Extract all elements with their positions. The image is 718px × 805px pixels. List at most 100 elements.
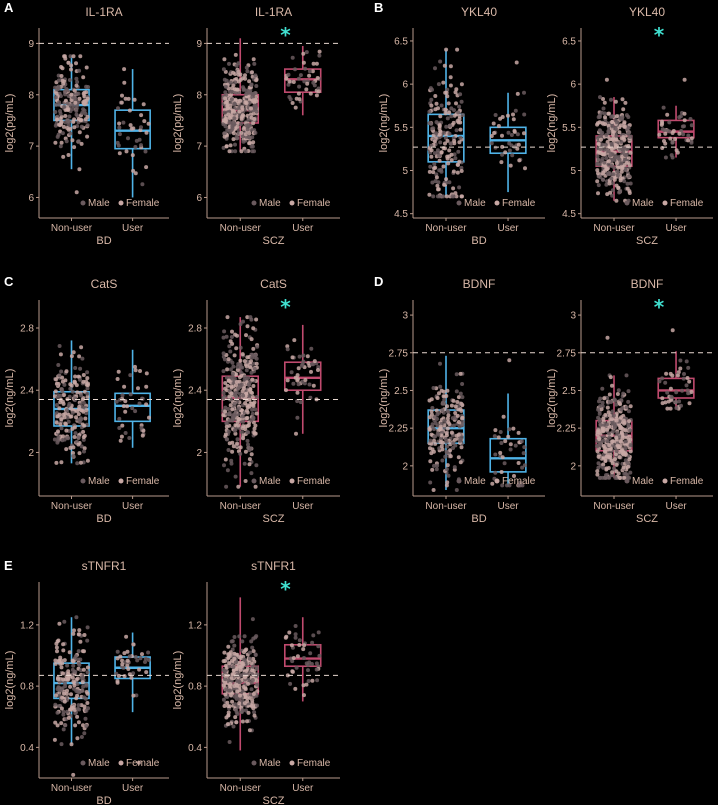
data-point: [221, 67, 226, 72]
data-point: [595, 472, 600, 477]
data-point: [238, 322, 243, 327]
data-point: [250, 391, 254, 395]
data-point: [84, 84, 89, 89]
data-point: [607, 181, 612, 186]
panel-letter: D: [374, 274, 383, 289]
data-point: [444, 467, 449, 472]
data-point: [456, 407, 461, 412]
box-non-user: [221, 38, 260, 154]
y-tick-label: 7: [196, 142, 202, 153]
data-point: [223, 659, 227, 663]
data-point: [607, 435, 612, 440]
data-point: [294, 431, 298, 436]
data-point: [610, 409, 615, 414]
data-point: [451, 169, 456, 174]
data-point: [131, 642, 136, 647]
data-point: [62, 54, 67, 59]
legend-male-swatch: [80, 200, 86, 206]
data-point: [225, 104, 230, 108]
data-point: [453, 437, 457, 442]
data-point: [68, 707, 72, 712]
data-point: [224, 334, 229, 339]
data-point: [69, 692, 73, 697]
group-label: SCZ: [636, 513, 658, 525]
legend-male-swatch: [456, 478, 462, 484]
data-point: [301, 359, 306, 364]
box-iqr: [657, 377, 695, 399]
data-point: [222, 463, 226, 468]
data-point: [512, 474, 516, 478]
data-point: [602, 100, 607, 105]
data-point: [293, 686, 298, 691]
data-point: [294, 665, 299, 670]
data-point: [56, 363, 61, 367]
data-point: [660, 119, 664, 124]
data-point: [454, 194, 459, 199]
data-point: [68, 445, 73, 450]
data-point: [55, 134, 60, 139]
data-point: [122, 80, 127, 85]
data-point: [72, 628, 76, 633]
plot-title: IL-1RA: [255, 5, 292, 19]
data-point: [627, 134, 632, 139]
data-point: [293, 632, 298, 637]
data-point: [131, 693, 136, 698]
data-point: [240, 76, 245, 81]
data-point: [445, 388, 450, 393]
data-point: [303, 66, 308, 71]
data-point: [124, 634, 129, 639]
data-point: [229, 384, 234, 389]
group-label: BD: [471, 235, 486, 247]
data-point: [621, 107, 626, 112]
data-point: [437, 153, 442, 158]
data-point: [144, 130, 149, 135]
y-tick-label: 8: [196, 90, 202, 101]
data-point: [444, 194, 449, 199]
data-point: [57, 344, 62, 348]
data-point: [248, 365, 253, 370]
data-point: [624, 373, 629, 378]
data-point: [82, 90, 87, 95]
data-point: [74, 415, 78, 420]
data-point: [429, 97, 434, 102]
box-non-user: [52, 615, 90, 777]
data-point: [442, 397, 447, 402]
data-point: [229, 89, 234, 94]
data-point: [247, 393, 252, 398]
data-point: [449, 158, 454, 163]
data-point: [430, 425, 435, 430]
y-tick-label: 4.5: [562, 209, 576, 220]
data-point: [140, 182, 145, 187]
data-point: [678, 366, 683, 371]
data-point: [222, 118, 226, 123]
data-point: [247, 79, 252, 84]
data-point: [247, 135, 252, 140]
data-point: [251, 384, 256, 388]
data-point: [254, 78, 259, 83]
data-point: [443, 107, 448, 112]
data-point: [310, 69, 315, 74]
data-point: [316, 86, 321, 91]
data-point: [669, 394, 674, 399]
data-point: [76, 412, 81, 417]
data-point: [613, 154, 618, 159]
legend-male-label: Male: [88, 476, 110, 487]
data-point: [449, 403, 454, 408]
data-point: [609, 473, 614, 478]
data-point: [70, 107, 75, 111]
data-point: [116, 106, 120, 111]
data-point: [516, 430, 521, 435]
data-point: [295, 390, 300, 395]
data-point: [493, 452, 498, 457]
data-point: [54, 645, 59, 650]
data-point: [428, 164, 433, 169]
jitter-points: [114, 634, 151, 765]
data-point: [664, 371, 669, 376]
data-point: [234, 346, 239, 351]
data-point: [60, 671, 65, 676]
y-tick-label: 0.4: [20, 743, 34, 754]
data-point: [128, 373, 133, 378]
